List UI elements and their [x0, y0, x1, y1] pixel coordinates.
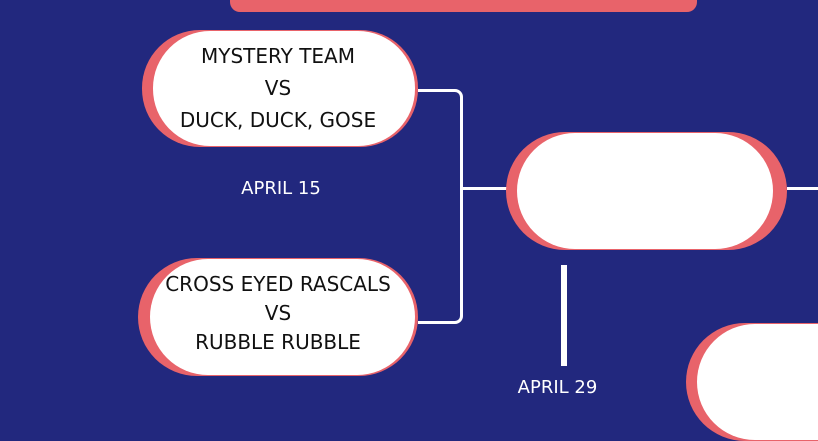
vs-label: VS [264, 76, 292, 100]
divider-bar [561, 265, 567, 366]
vs-label: VS [264, 300, 292, 325]
bracket-connector-right [787, 187, 818, 250]
bracket-connector [418, 89, 463, 324]
top-banner [230, 0, 697, 12]
round1-date: APRIL 15 [241, 178, 321, 199]
team1-name: MYSTERY TEAM [200, 44, 355, 68]
team2-name: RUBBLE RUBBLE [195, 329, 361, 354]
round2-date: APRIL 29 [517, 377, 598, 398]
team1-name: CROSS EYED RASCALS [165, 271, 391, 296]
team2-name: DUCK, DUCK, GOSE [179, 108, 377, 132]
bracket-connector-mid [462, 187, 508, 190]
